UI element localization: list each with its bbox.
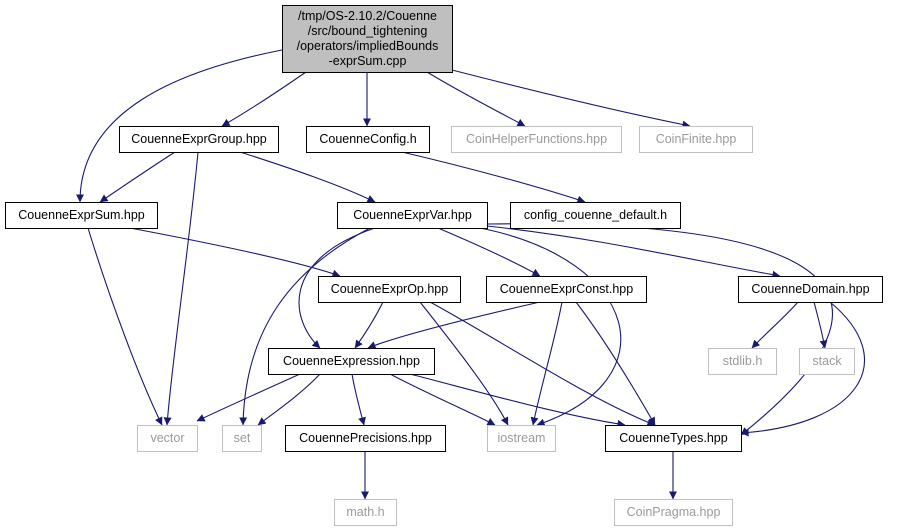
node-configdefault[interactable]: config_couenne_default.h [510,202,681,229]
node-box-precisions [285,425,446,452]
node-label-expression: CouenneExpression.hpp [283,354,420,368]
edge-main-to-exprgroup [221,71,307,127]
node-box-coinpragma [614,499,733,526]
edge-domain-to-types [740,301,865,437]
node-box-coinhelper [451,126,622,153]
node-exprop[interactable]: CouenneExprOp.hpp [318,276,461,303]
node-label-main-line-4: -exprSum.cpp [329,54,407,68]
node-label-exprvar: CouenneExprVar.hpp [353,208,472,222]
node-vector: vector [137,425,198,452]
node-stack: stack [799,348,855,375]
edge-exprvar-to-iostream [479,227,622,427]
edge-exprsum-to-vector [87,227,163,426]
edge-config-to-configdefault [401,151,586,204]
edge-main-to-coinhelper [426,71,526,127]
edge-expression-to-precisions [351,373,366,426]
node-label-math: math.h [346,505,384,519]
edge-main-to-coinfinite [451,69,691,129]
node-label-iostream: iostream [498,431,546,445]
node-label-coinfinite: CoinFinite.hpp [656,132,737,146]
edge-expression-to-types [409,373,626,428]
edge-exprgroup-to-exprsum [99,151,176,203]
edge-exprconst-to-types [575,301,656,426]
edge-domain-to-stdlib [751,301,799,349]
node-exprconst[interactable]: CouenneExprConst.hpp [486,276,647,303]
node-label-main-line-2: /src/bound_tightening [308,24,428,38]
edge-exprconst-to-iostream [530,301,563,426]
edge-exprvar-to-types [486,223,833,436]
node-box-domain [738,276,883,303]
edge-domain-to-stack [813,301,828,349]
node-exprvar[interactable]: CouenneExprVar.hpp [337,202,488,229]
node-coinfinite: CoinFinite.hpp [639,126,753,153]
node-label-main-line-1: /tmp/OS-2.10.2/Couenne [298,9,437,23]
edge-exprop-to-types [429,301,656,427]
edge-expression-to-set [257,373,321,426]
edge-exprsum-to-exprop [129,227,341,278]
node-label-stdlib: stdlib.h [723,354,763,368]
edge-exprop-to-expression [354,301,384,349]
node-label-config: CouenneConfig.h [319,132,416,146]
node-box-exprconst [486,276,647,303]
node-main[interactable]: /tmp/OS-2.10.2/Couenne/src/bound_tighten… [282,5,453,73]
node-label-configdefault: config_couenne_default.h [524,208,667,222]
node-box-exprgroup [119,126,279,153]
node-precisions[interactable]: CouennePrecisions.hpp [285,425,446,452]
node-exprgroup[interactable]: CouenneExprGroup.hpp [119,126,279,153]
edge-exprvar-to-set [239,227,371,426]
node-label-exprop: CouenneExprOp.hpp [331,282,448,296]
node-label-main-line-3: /operators/impliedBounds [297,39,439,53]
node-label-coinpragma: CoinPragma.hpp [627,505,721,519]
edge-expression-to-iostream [389,373,496,426]
node-coinhelper: CoinHelperFunctions.hpp [451,126,622,153]
node-label-exprsum: CouenneExprSum.hpp [18,208,145,222]
node-box-exprop [318,276,461,303]
node-exprsum[interactable]: CouenneExprSum.hpp [5,202,158,229]
node-label-set: set [234,431,251,445]
node-label-coinhelper: CoinHelperFunctions.hpp [466,132,607,146]
node-stdlib: stdlib.h [708,348,777,375]
node-box-expression [268,348,435,375]
edge-exprgroup-to-vector [163,151,199,426]
node-box-types [605,425,742,452]
node-label-stack: stack [812,354,842,368]
node-label-exprgroup: CouenneExprGroup.hpp [131,132,267,146]
node-box-configdefault [510,202,681,229]
edge-exprconst-to-expression [367,301,541,349]
edges-layer [76,49,865,500]
node-iostream: iostream [487,425,556,452]
node-coinpragma: CoinPragma.hpp [614,499,733,526]
node-expression[interactable]: CouenneExpression.hpp [268,348,435,375]
edge-exprop-to-iostream [419,301,509,426]
node-box-iostream [487,425,556,452]
node-label-exprconst: CouenneExprConst.hpp [500,282,633,296]
node-box-coinfinite [639,126,753,153]
node-box-math [334,499,397,526]
nodes-layer: /tmp/OS-2.10.2/Couenne/src/bound_tighten… [5,5,883,526]
node-label-vector: vector [150,431,184,445]
node-math: math.h [334,499,397,526]
node-box-main [282,5,453,73]
node-domain[interactable]: CouenneDomain.hpp [738,276,883,303]
node-box-stdlib [708,348,777,375]
node-label-precisions: CouennePrecisions.hpp [299,431,432,445]
edge-main-to-exprsum [76,49,283,203]
node-set: set [222,425,262,452]
node-box-set [222,425,262,452]
node-box-config [306,126,430,153]
node-config[interactable]: CouenneConfig.h [306,126,430,153]
edge-exprvar-to-expression [298,227,376,349]
edge-exprgroup-to-exprvar [239,151,376,203]
node-types[interactable]: CouenneTypes.hpp [605,425,742,452]
node-label-types: CouenneTypes.hpp [619,431,727,445]
node-box-exprsum [5,202,158,229]
edge-exprvar-to-domain [486,225,781,279]
edge-exprvar-to-exprconst [437,227,541,277]
node-box-stack [799,348,855,375]
node-box-exprvar [337,202,488,229]
node-box-vector [137,425,198,452]
node-label-domain: CouenneDomain.hpp [751,282,869,296]
edge-expression-to-vector [196,373,301,422]
